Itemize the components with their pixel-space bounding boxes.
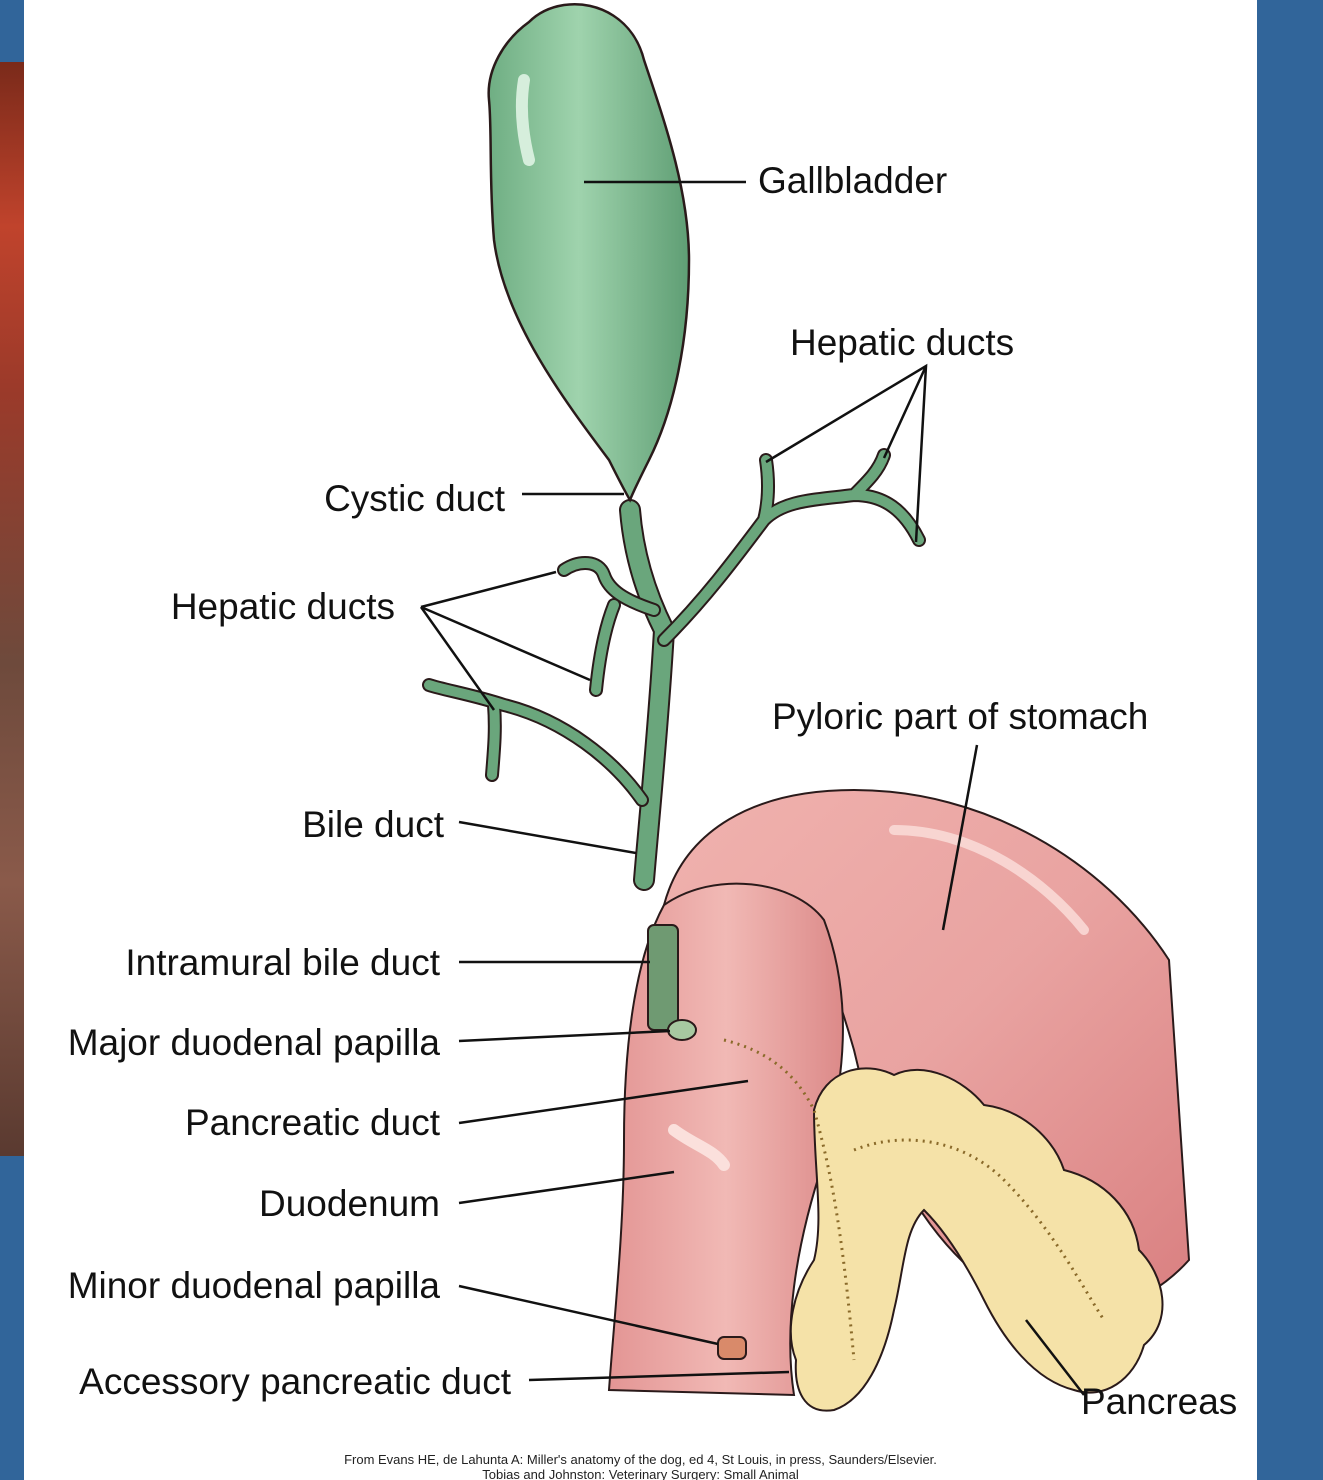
hepatic-branch-left-upper-fill — [559, 558, 659, 695]
label-cystic-duct: Cystic duct — [324, 478, 505, 519]
pancreas-shape — [789, 1067, 1164, 1412]
leader-pancreas — [1025, 1319, 1085, 1396]
source-citation: From Evans HE, de Lahunta A: Miller's an… — [24, 1452, 1257, 1480]
leader-lines — [419, 180, 1085, 1396]
label-hepatic-ducts-right: Hepatic ducts — [790, 322, 1015, 363]
leader-hepatic-left-3 — [419, 606, 496, 711]
leader-pyloric — [941, 744, 979, 931]
label-pancreatic-duct: Pancreatic duct — [184, 1102, 440, 1143]
anatomy-diagram: Gallbladder Hepatic ducts Cystic duct He… — [24, 0, 1257, 1480]
label-hepatic-ducts-left: Hepatic ducts — [170, 586, 395, 627]
label-pyloric-part-of-stomach: Pyloric part of stomach — [772, 696, 1149, 737]
leader-hepatic-left-2 — [420, 605, 591, 682]
diagram-illustration — [419, 3, 1191, 1412]
leader-bile-duct — [458, 820, 637, 855]
label-duodenum: Duodenum — [258, 1183, 440, 1224]
leader-minor-papilla — [458, 1284, 719, 1346]
intramural-duct-shape — [647, 924, 679, 1031]
label-pancreas: Pancreas — [1081, 1381, 1238, 1422]
duodenum-highlight — [668, 1124, 730, 1171]
background-photo-strip — [0, 62, 24, 1156]
citation-line-2: Tobias and Johnston: Veterinary Surgery:… — [482, 1467, 799, 1480]
gallbladder-shape — [487, 3, 691, 503]
label-minor-duodenal-papilla: Minor duodenal papilla — [67, 1265, 440, 1306]
citation-line-1: From Evans HE, de Lahunta A: Miller's an… — [344, 1452, 937, 1467]
label-major-duodenal-papilla: Major duodenal papilla — [67, 1022, 440, 1063]
minor-papilla-shape — [717, 1336, 747, 1360]
bile-duct-fill — [621, 501, 674, 889]
leader-pancreatic-duct — [458, 1079, 749, 1125]
label-intramural-bile-duct: Intramural bile duct — [125, 942, 440, 983]
hepatic-branch-left-lower-fill — [424, 680, 647, 805]
leader-duodenum — [458, 1170, 675, 1205]
leader-accessory-duct — [528, 1370, 790, 1382]
stomach-highlight — [889, 825, 1089, 935]
gallbladder-highlight — [515, 74, 535, 166]
leader-hepatic-left-1 — [420, 570, 557, 609]
hepatic-branch-right — [657, 448, 926, 647]
label-gallbladder: Gallbladder — [758, 160, 948, 201]
hepatic-branch-left-lower — [422, 678, 649, 807]
major-papilla-shape — [667, 1019, 697, 1041]
pancreatic-duct-dotted — [723, 1038, 1106, 1361]
label-bile-duct: Bile duct — [302, 804, 444, 845]
leader-hepatic-right-2 — [882, 365, 928, 459]
hepatic-branch-right-fill — [659, 450, 924, 645]
label-accessory-pancreatic-duct: Accessory pancreatic duct — [79, 1361, 511, 1402]
leader-major-papilla — [458, 1029, 671, 1043]
